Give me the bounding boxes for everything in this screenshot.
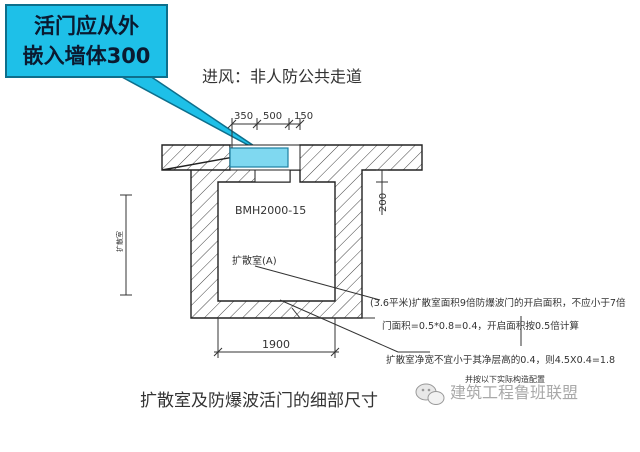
- room-cavity: [217, 169, 336, 302]
- callout-line-2: 嵌入墙体300: [22, 44, 151, 68]
- dim-500: 500: [263, 111, 282, 122]
- model-label: BMH2000-15: [235, 204, 306, 217]
- watermark: 建筑工程鲁班联盟: [450, 383, 578, 402]
- left-dimension: [120, 194, 132, 296]
- top-dimension: [227, 118, 305, 148]
- dim-150: 150: [294, 111, 313, 122]
- valve-frame: [254, 169, 291, 183]
- note-2: 门面积=0.5*0.8=0.4，开启面积按0.5倍计算: [382, 320, 579, 332]
- dim-left-label: 扩散室: [115, 231, 124, 252]
- note-4: 并按以下实际构造配置: [465, 374, 545, 384]
- dim-200: 200: [378, 193, 389, 212]
- dim-350: 350: [234, 111, 253, 122]
- right-dimension: [376, 169, 388, 215]
- caption: 扩散室及防爆波活门的细部尺寸: [140, 391, 378, 411]
- wechat-logo-icon: [415, 383, 445, 405]
- top-note: 进风：非人防公共走道: [202, 67, 362, 86]
- leaders: [254, 265, 522, 353]
- note-3: 扩散室净宽不宜小于其净层高的0.4，则4.5X0.4=1.8: [386, 354, 615, 366]
- note-1: (3.6平米)扩散室面积9倍防爆波门的开启面积，不应小于7倍: [370, 297, 626, 309]
- dim-1900: 1900: [262, 338, 290, 351]
- room-label: 扩散室(A): [232, 254, 277, 267]
- blast-valve: [229, 147, 289, 168]
- callout-line-1: 活门应从外: [34, 14, 139, 38]
- wall-structure: [161, 144, 423, 319]
- callout-box: 活门应从外 嵌入墙体300: [5, 4, 168, 78]
